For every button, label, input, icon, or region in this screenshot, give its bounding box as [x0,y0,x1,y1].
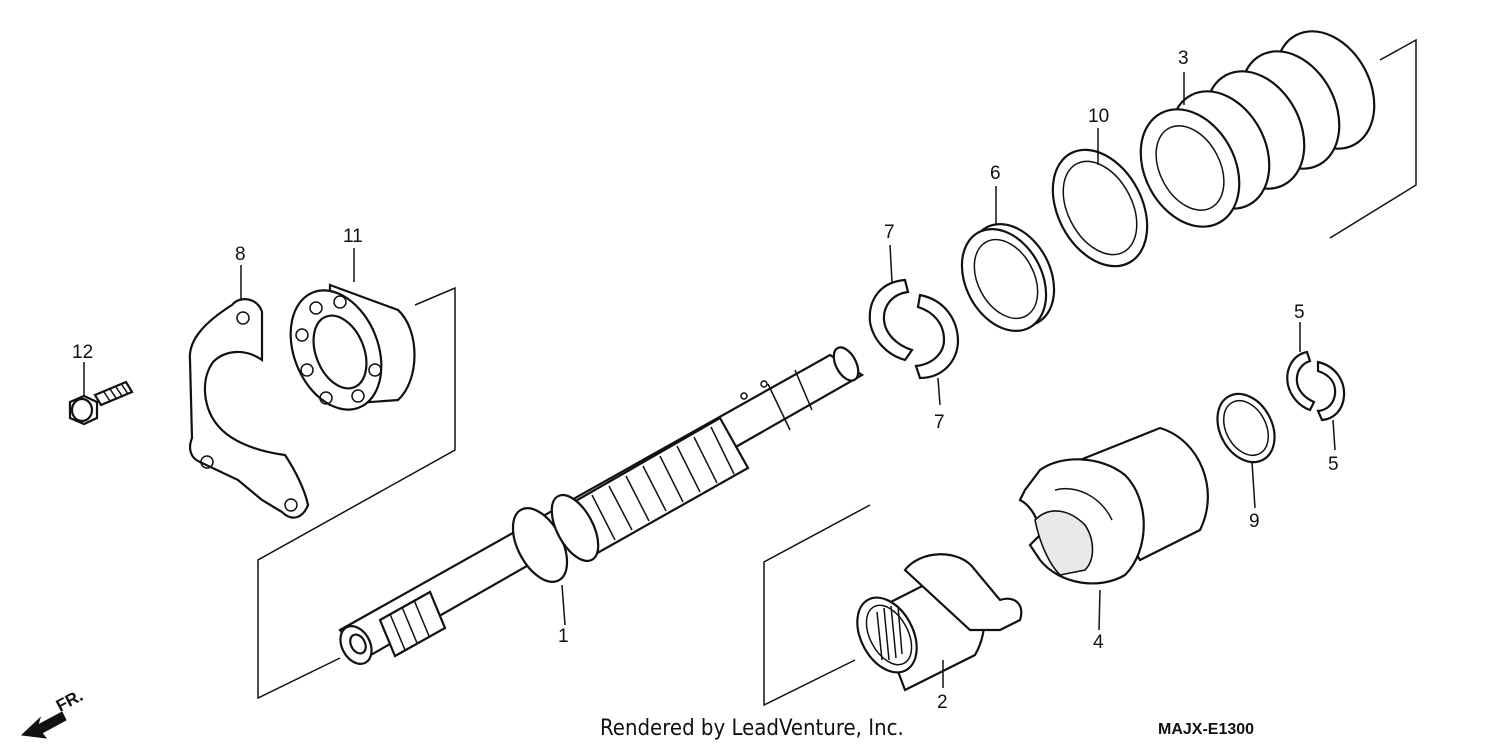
callout-5-upper: 5 [1294,302,1305,323]
sleeve-part-2[interactable] [845,553,1023,692]
callout-6: 6 [990,163,1001,184]
diagram-code: MAJX-E1300 [1158,721,1255,738]
callout-numbers: 1 2 3 4 5 5 6 7 7 8 9 10 11 12 [72,48,1339,713]
callout-12: 12 [72,342,93,363]
callout-8: 8 [235,244,246,265]
cotter-part-5-lower[interactable] [1316,360,1346,422]
washer-part-10[interactable] [1034,134,1166,283]
callout-9: 9 [1249,511,1260,532]
setting-plate-part-8[interactable] [188,298,310,519]
lower-right-group-bracket [763,504,871,707]
radial-ball-bearing-part-11[interactable] [274,277,416,423]
callout-5-lower: 5 [1328,454,1339,475]
cam-part-4[interactable] [1018,426,1209,585]
ring-part-6[interactable] [945,209,1071,345]
callout-2: 2 [937,692,948,713]
spring-part-3[interactable] [1121,14,1394,244]
front-direction-arrow-icon: FR. [20,686,86,739]
cotter-part-5-upper[interactable] [1286,350,1316,412]
callout-11: 11 [343,226,363,247]
render-credit: Rendered by LeadVenture, Inc. [600,716,904,741]
ring-part-9[interactable] [1206,384,1286,472]
callout-1: 1 [558,626,569,647]
left-group-bracket [257,286,456,700]
shaft-part-1[interactable] [334,343,865,669]
cotter-part-7-lower[interactable] [914,293,960,380]
front-direction-label: FR. [53,686,86,716]
cotter-part-7-upper[interactable] [868,278,914,362]
callout-3: 3 [1178,48,1189,69]
callout-7-upper: 7 [884,222,895,243]
flange-bolt-part-12[interactable] [68,380,134,426]
callout-4: 4 [1093,632,1104,653]
callout-7-lower: 7 [934,412,945,433]
leader-lines [83,72,1336,688]
upper-right-group-bracket [1329,38,1417,239]
callout-10: 10 [1088,106,1109,127]
